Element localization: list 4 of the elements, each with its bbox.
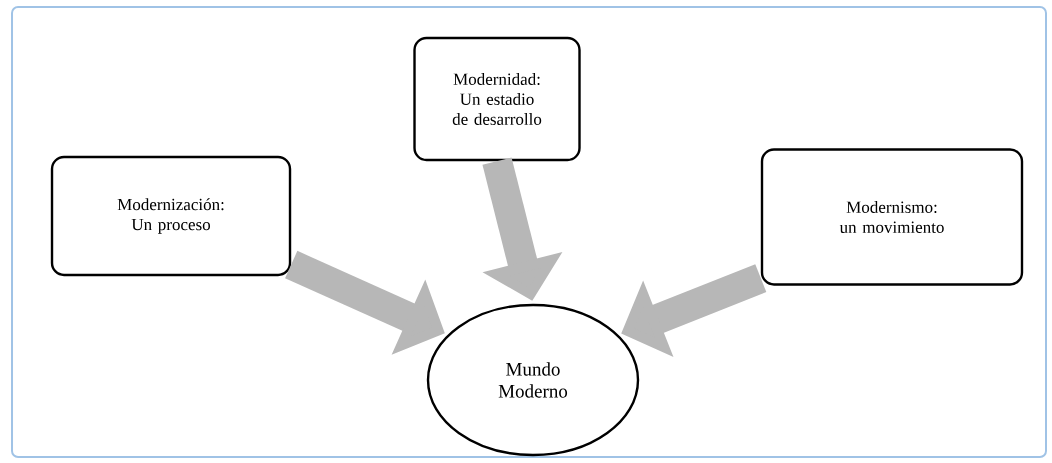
circle-node: Mundo Moderno [426, 303, 640, 457]
concept-box: Modernismo: un movimiento [760, 148, 1024, 286]
concept-box: Modernización: Un proceso [50, 155, 292, 277]
concept-box: Modernidad: Un estadio de desarrollo [413, 36, 581, 162]
